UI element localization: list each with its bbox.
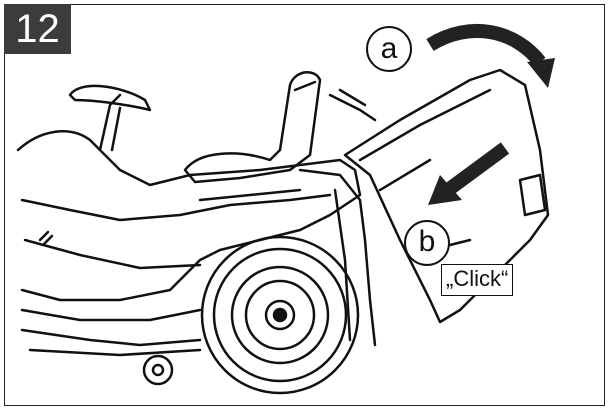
grass-catcher	[343, 68, 550, 324]
rear-wheel-outer	[200, 235, 360, 395]
steering-column	[98, 93, 122, 152]
click-label: „Click“	[441, 264, 514, 296]
push-arrow-icon	[443, 142, 510, 196]
callout-b: b	[404, 220, 450, 266]
front-wheel	[142, 354, 174, 386]
step-number-badge: 12	[4, 4, 71, 54]
callout-a: a	[366, 26, 412, 72]
seat	[183, 71, 322, 184]
mower-body-outline	[16, 130, 362, 302]
steering-wheel	[68, 84, 152, 112]
rotate-arrow-icon	[426, 24, 546, 67]
